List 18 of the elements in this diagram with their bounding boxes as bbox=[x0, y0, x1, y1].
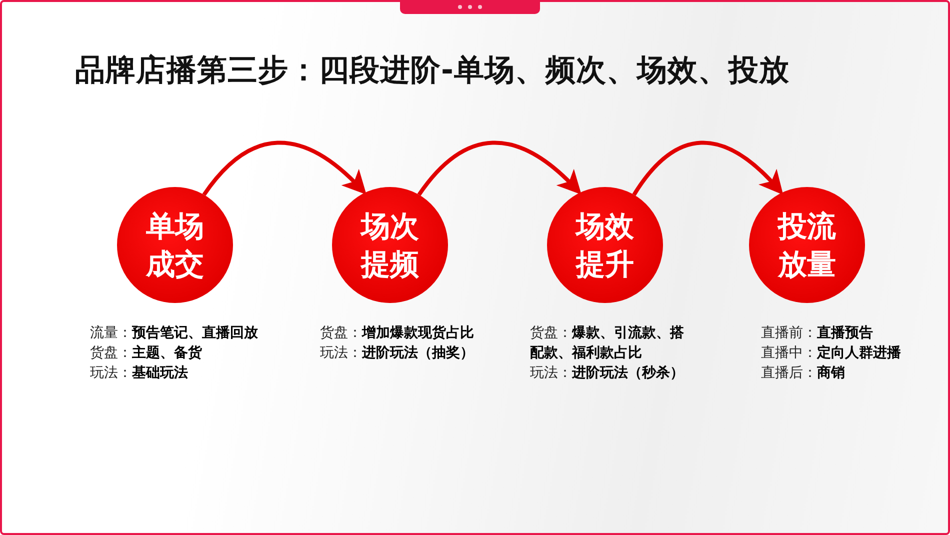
stage-label: 场效提升 bbox=[574, 208, 635, 283]
detail-text: 直播前：直播预告 bbox=[761, 324, 874, 343]
curved-arrow bbox=[417, 140, 582, 196]
detail-text: 玩法：基础玩法 bbox=[90, 364, 189, 383]
detail-text: 货盘：增加爆款现货占比 bbox=[320, 324, 475, 343]
detail-text: 货盘：爆款、引流款、搭配款、福利款占比 bbox=[530, 324, 685, 363]
detail-text: 直播后：商销 bbox=[761, 364, 846, 383]
detail-text: 玩法：进阶玩法（抽奖） bbox=[320, 344, 475, 363]
detail-text: 直播中：定向人群进播 bbox=[761, 344, 902, 363]
detail-text: 玩法：进阶玩法（秒杀） bbox=[530, 364, 685, 383]
title: 品牌店播第三步：四段进阶-单场、频次、场效、投放 bbox=[75, 52, 790, 90]
stage-label: 单场成交 bbox=[144, 208, 205, 283]
curved-arrow bbox=[632, 140, 784, 196]
stage-label: 场次提频 bbox=[359, 208, 420, 283]
stage-label: 投流放量 bbox=[776, 208, 837, 283]
detail-text: 流量：预告笔记、直播回放 bbox=[90, 324, 259, 343]
curved-arrow bbox=[202, 140, 367, 196]
detail-text: 货盘：主题、备货 bbox=[90, 344, 203, 363]
